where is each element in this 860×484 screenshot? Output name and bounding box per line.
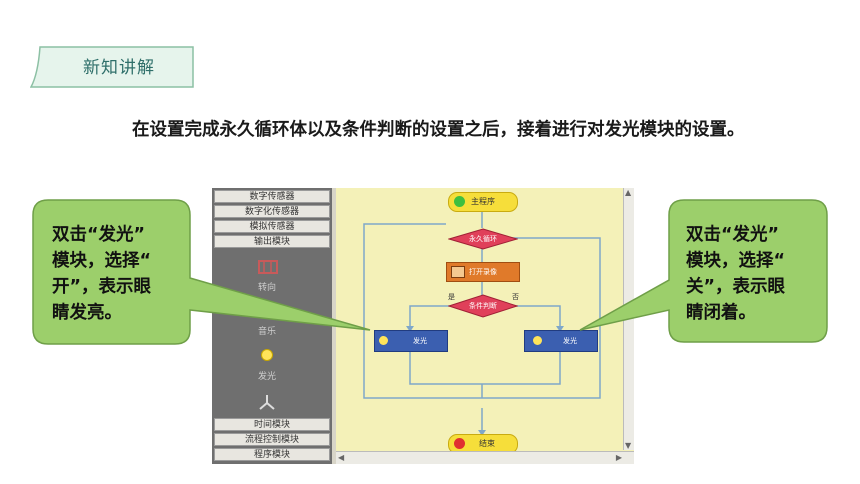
module-palette: 数字传感器 数字化传感器 模拟传感器 输出模块 转向 音乐 发光 时间模块 流程… — [212, 188, 334, 464]
flow-start-node[interactable]: 主程序 — [448, 192, 518, 212]
palette-button-flow-control[interactable]: 流程控制模块 — [214, 433, 330, 446]
light-bulb-on-icon — [379, 336, 388, 345]
palette-item-steering[interactable]: 转向 — [257, 283, 276, 293]
scroll-left-icon[interactable]: ◀ — [338, 453, 345, 462]
palette-button-digitized-sensor[interactable]: 数字化传感器 — [214, 205, 330, 218]
palette-button-analog-sensor[interactable]: 模拟传感器 — [214, 220, 330, 233]
callout-left-text: 双击“发光” 模块，选择“ 开”，表示眼 睛发亮。 — [52, 225, 152, 323]
palette-button-digital-sensor[interactable]: 数字传感器 — [214, 190, 330, 203]
flow-yes-label: 是 — [448, 293, 455, 301]
scroll-down-icon[interactable]: ▼ — [625, 441, 632, 450]
flow-start-label: 主程序 — [471, 197, 495, 206]
scroll-up-icon[interactable]: ▲ — [625, 188, 632, 197]
horizontal-scrollbar[interactable]: ◀ ▶ — [336, 451, 634, 464]
flow-condition-node[interactable] — [448, 294, 518, 318]
callout-right-text: 双击“发光” 模块，选择“ 关”，表示眼 睛闭着。 — [686, 225, 786, 323]
flow-loop-label: 永久循环 — [469, 235, 497, 243]
flow-no-label: 否 — [512, 293, 519, 301]
flow-light-block-left[interactable]: 发光 — [374, 330, 448, 352]
flow-light-left-label: 发光 — [413, 337, 427, 345]
flow-loop-node[interactable] — [448, 228, 518, 250]
start-green-icon — [454, 196, 465, 207]
steering-icon — [258, 260, 278, 274]
fan-icon — [259, 395, 275, 410]
flow-light-right-label: 发光 — [563, 337, 577, 345]
palette-item-music[interactable]: 音乐 — [257, 327, 276, 337]
callout-right-bubble — [579, 199, 828, 343]
section-tag: 新知讲解 — [30, 46, 194, 88]
callout-left-bubble — [32, 199, 371, 345]
software-screenshot: 数字传感器 数字化传感器 模拟传感器 输出模块 转向 音乐 发光 时间模块 流程… — [212, 188, 634, 464]
intro-text: 在设置完成永久循环体以及条件判断的设置之后，接着进行对发光模块的设置。 — [132, 120, 745, 140]
flow-light-block-right[interactable]: 发光 — [524, 330, 598, 352]
flow-end-label: 结束 — [479, 439, 495, 448]
palette-button-program-module[interactable]: 程序模块 — [214, 448, 330, 461]
palette-item-light[interactable]: 发光 — [257, 372, 276, 382]
flow-setup-node[interactable]: 打开录像 — [446, 262, 520, 282]
flow-setup-label: 打开录像 — [469, 268, 497, 276]
palette-button-time-module[interactable]: 时间模块 — [214, 418, 330, 431]
video-icon — [451, 266, 465, 278]
scroll-right-icon[interactable]: ▶ — [615, 453, 622, 462]
end-red-icon — [454, 438, 465, 449]
section-tag-label: 新知讲解 — [83, 58, 155, 78]
flow-condition-label: 条件判断 — [469, 302, 497, 310]
flowchart-canvas: 主程序 永久循环 打开录像 条件判断 是 否 发光 发光 — [336, 188, 624, 464]
section-tag-shape — [30, 46, 194, 88]
light-bulb-off-icon — [533, 336, 542, 345]
palette-button-output-module[interactable]: 输出模块 — [214, 235, 330, 248]
light-bulb-icon — [261, 349, 273, 361]
